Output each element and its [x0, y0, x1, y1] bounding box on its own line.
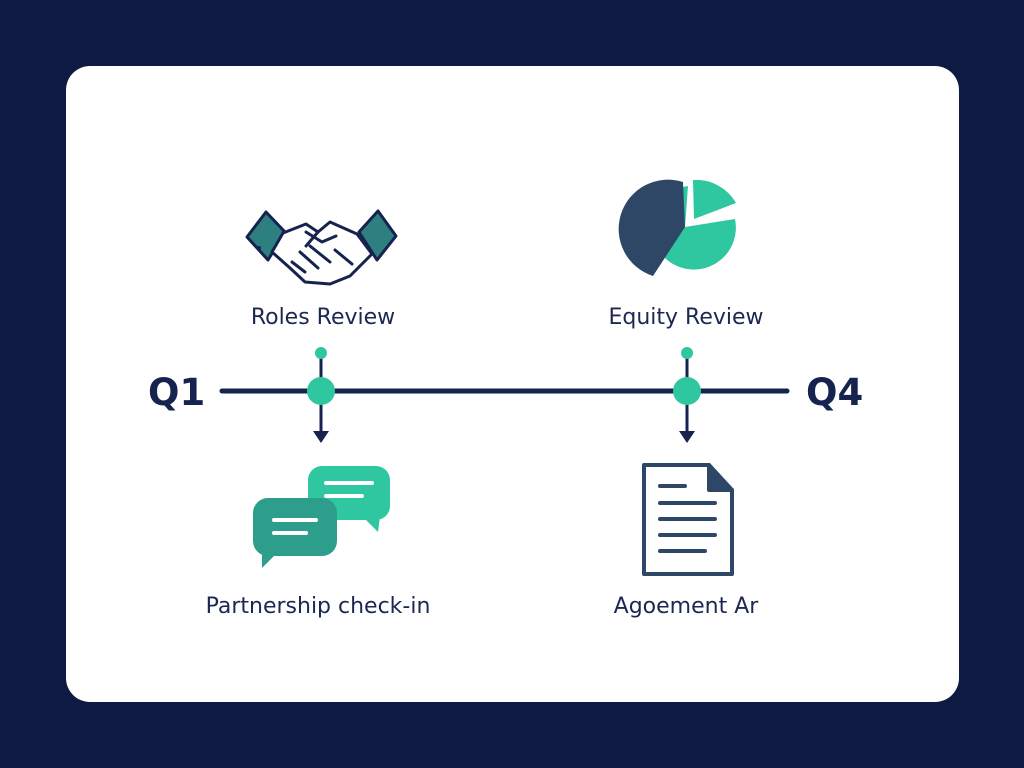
milestone-2-bottom-label: Agoement Ar [613, 594, 759, 619]
chat-bubbles-icon [253, 466, 390, 568]
timeline-start-label: Q1 [148, 371, 206, 414]
milestone-1-top-label: Roles Review [250, 305, 396, 330]
timeline-end-label: Q4 [806, 371, 864, 414]
milestone-connector-2 [673, 347, 701, 443]
pie-chart-icon [618, 179, 736, 276]
handshake-icon [245, 209, 398, 286]
milestone-connector-1 [307, 347, 335, 443]
document-icon [642, 463, 734, 576]
milestone-1-bottom-label: Partnership check-in [205, 594, 431, 619]
milestone-2-top-label: Equity Review [608, 305, 764, 330]
diagram-card [66, 66, 959, 702]
